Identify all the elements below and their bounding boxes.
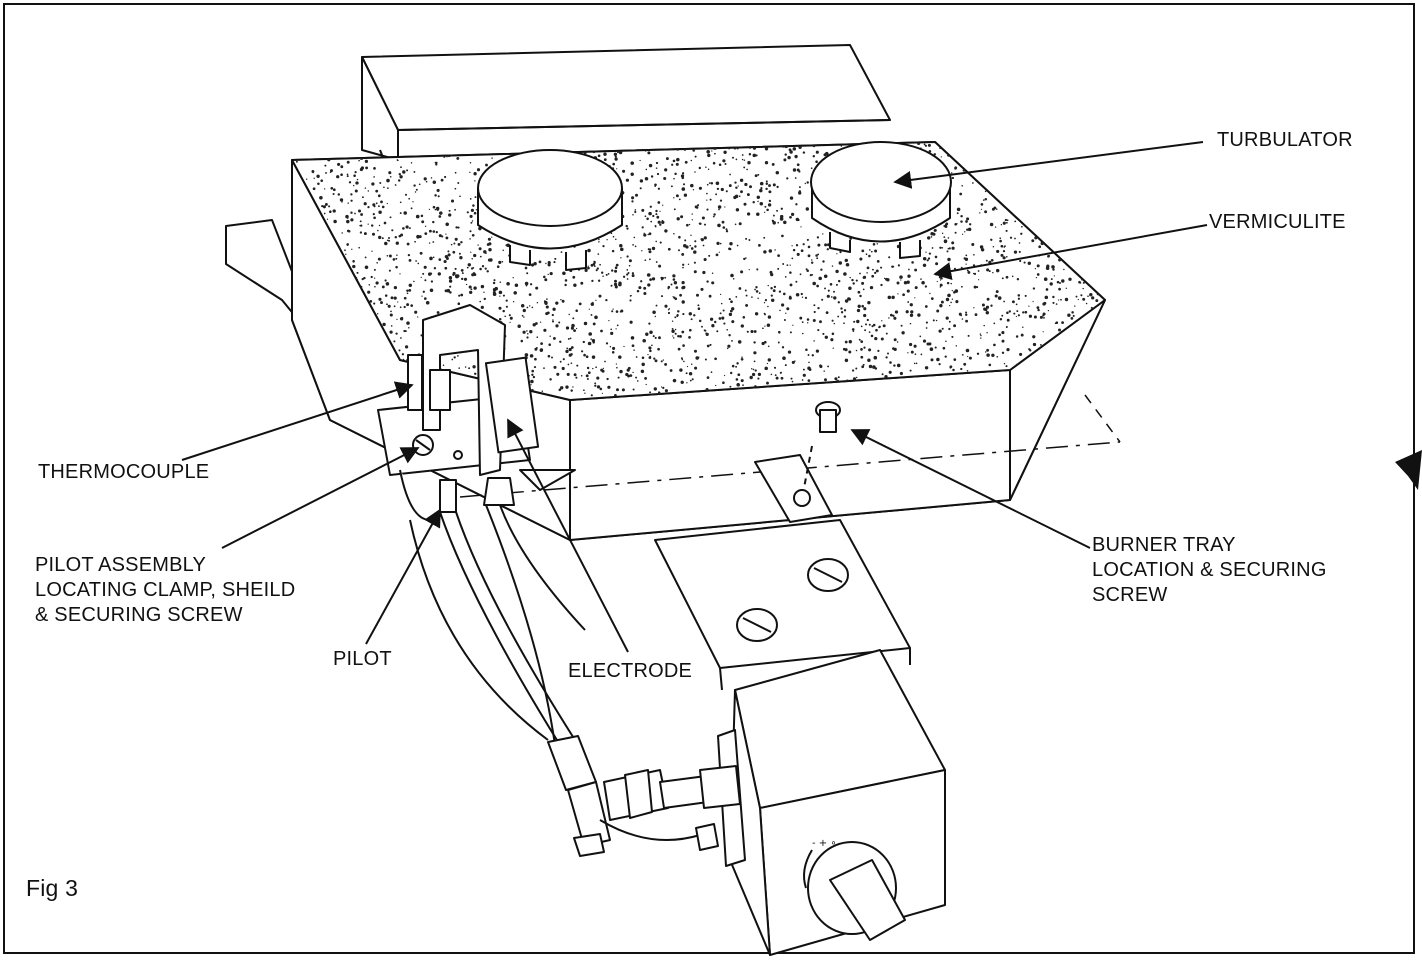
leader-pilot [365, 508, 441, 645]
leader-burner-tray [850, 429, 1091, 549]
label-pilot-assembly-line2: LOCATING CLAMP, SHEILD [35, 579, 296, 601]
scan-mark [1395, 450, 1422, 490]
pipe-fittings [547, 735, 741, 857]
label-pilot: PILOT [333, 648, 392, 670]
turbulator-left [477, 149, 623, 271]
label-electrode: ELECTRODE [568, 660, 693, 682]
label-pilot-assembly-line3: & SECURING SCREW [35, 604, 243, 626]
centre-line [459, 441, 1121, 498]
gas-valve: - + ∘ [717, 649, 946, 956]
label-vermiculite: VERMICULITE [1209, 211, 1346, 233]
label-burner-tray-line1: BURNER TRAY [1092, 534, 1236, 556]
turbulator-right [810, 141, 952, 259]
left-bracket [225, 219, 301, 323]
label-thermocouple: THERMOCOUPLE [38, 461, 210, 483]
burner-tray [291, 141, 1106, 541]
label-pilot-assembly-line1: PILOT ASSEMBLY [35, 554, 207, 576]
leader-vermiculite [933, 224, 1208, 280]
label-pilot-assembly: PILOT ASSEMBLY LOCATING CLAMP, SHEILD & … [35, 553, 295, 628]
leader-turbulator [893, 141, 1204, 189]
mounting-plate [654, 519, 911, 691]
label-burner-tray-line3: SCREW [1092, 584, 1168, 606]
leader-pilot-assembly [221, 447, 420, 549]
gas-pipe [409, 504, 586, 746]
figure-caption: Fig 3 [26, 875, 79, 901]
tray-securing-screw [754, 401, 841, 523]
label-burner-tray: BURNER TRAY LOCATION & SECURING SCREW [1092, 533, 1327, 608]
leader-electrode [507, 418, 629, 653]
rear-housing [361, 44, 891, 206]
centre-line-2 [1084, 394, 1121, 443]
label-turbulator: TURBULATOR [1217, 129, 1353, 151]
label-burner-tray-line2: LOCATION & SECURING [1092, 559, 1327, 581]
leader-thermocouple [181, 381, 414, 461]
svg-text:- + ∘: - + ∘ [812, 838, 837, 849]
